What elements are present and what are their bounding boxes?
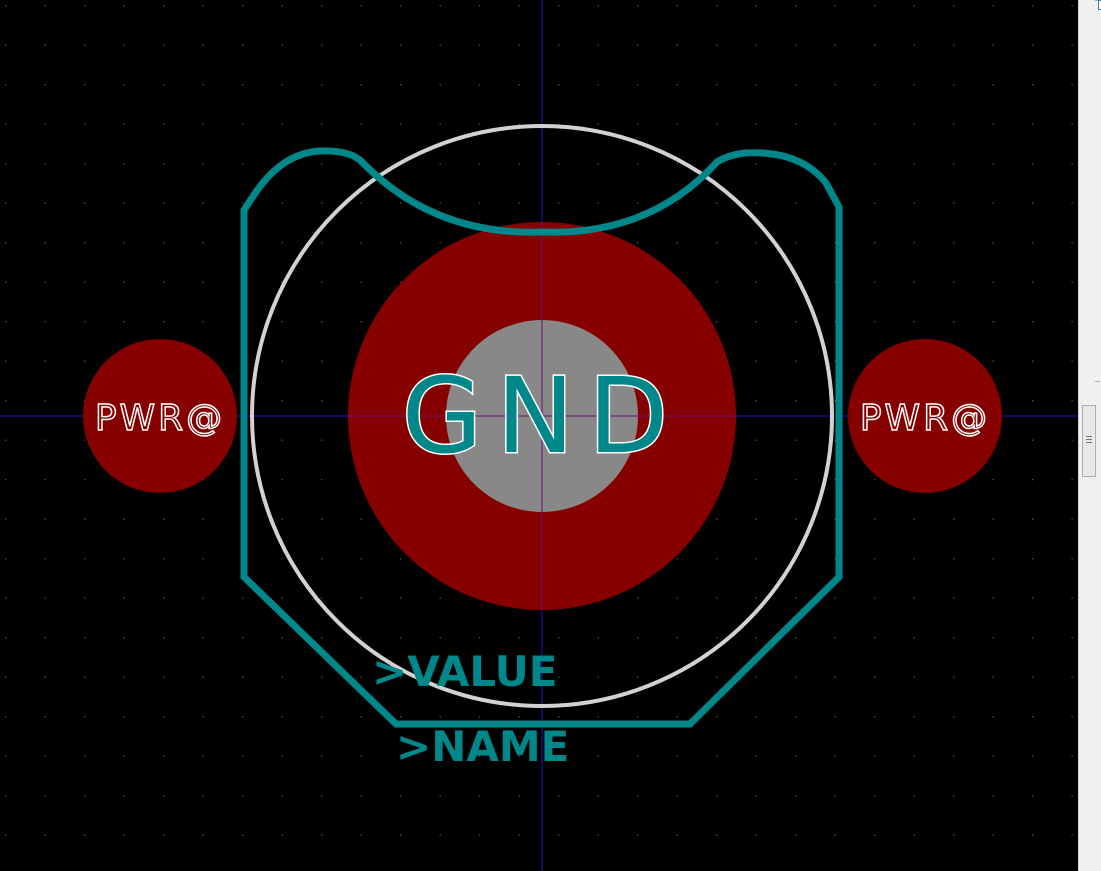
board-canvas[interactable]: GND PWR@ PWR@ >VALUE >NAME	[0, 0, 1078, 871]
footprint-drawing: GND PWR@ PWR@ >VALUE >NAME	[0, 0, 1078, 871]
scroll-tick-bottom	[1095, 381, 1100, 382]
right-pad-label: PWR@	[860, 398, 990, 439]
right-pad-copper[interactable]	[848, 339, 1002, 493]
grip-icon	[1086, 436, 1092, 443]
value-silkscreen-text[interactable]: >VALUE	[372, 647, 557, 696]
left-pad-label: PWR@	[95, 398, 225, 439]
courtyard-circle	[250, 124, 834, 708]
window-corner-indicator	[1098, 0, 1101, 10]
scrollbar-thumb[interactable]	[1082, 405, 1096, 477]
scroll-tick-top	[1095, 0, 1100, 1]
vertical-scrollbar[interactable]	[1078, 0, 1101, 871]
name-silkscreen-text[interactable]: >NAME	[396, 722, 569, 771]
silkscreen-outline	[240, 147, 843, 728]
center-pad-label: GND	[402, 355, 682, 477]
left-pad-copper[interactable]	[83, 339, 237, 493]
